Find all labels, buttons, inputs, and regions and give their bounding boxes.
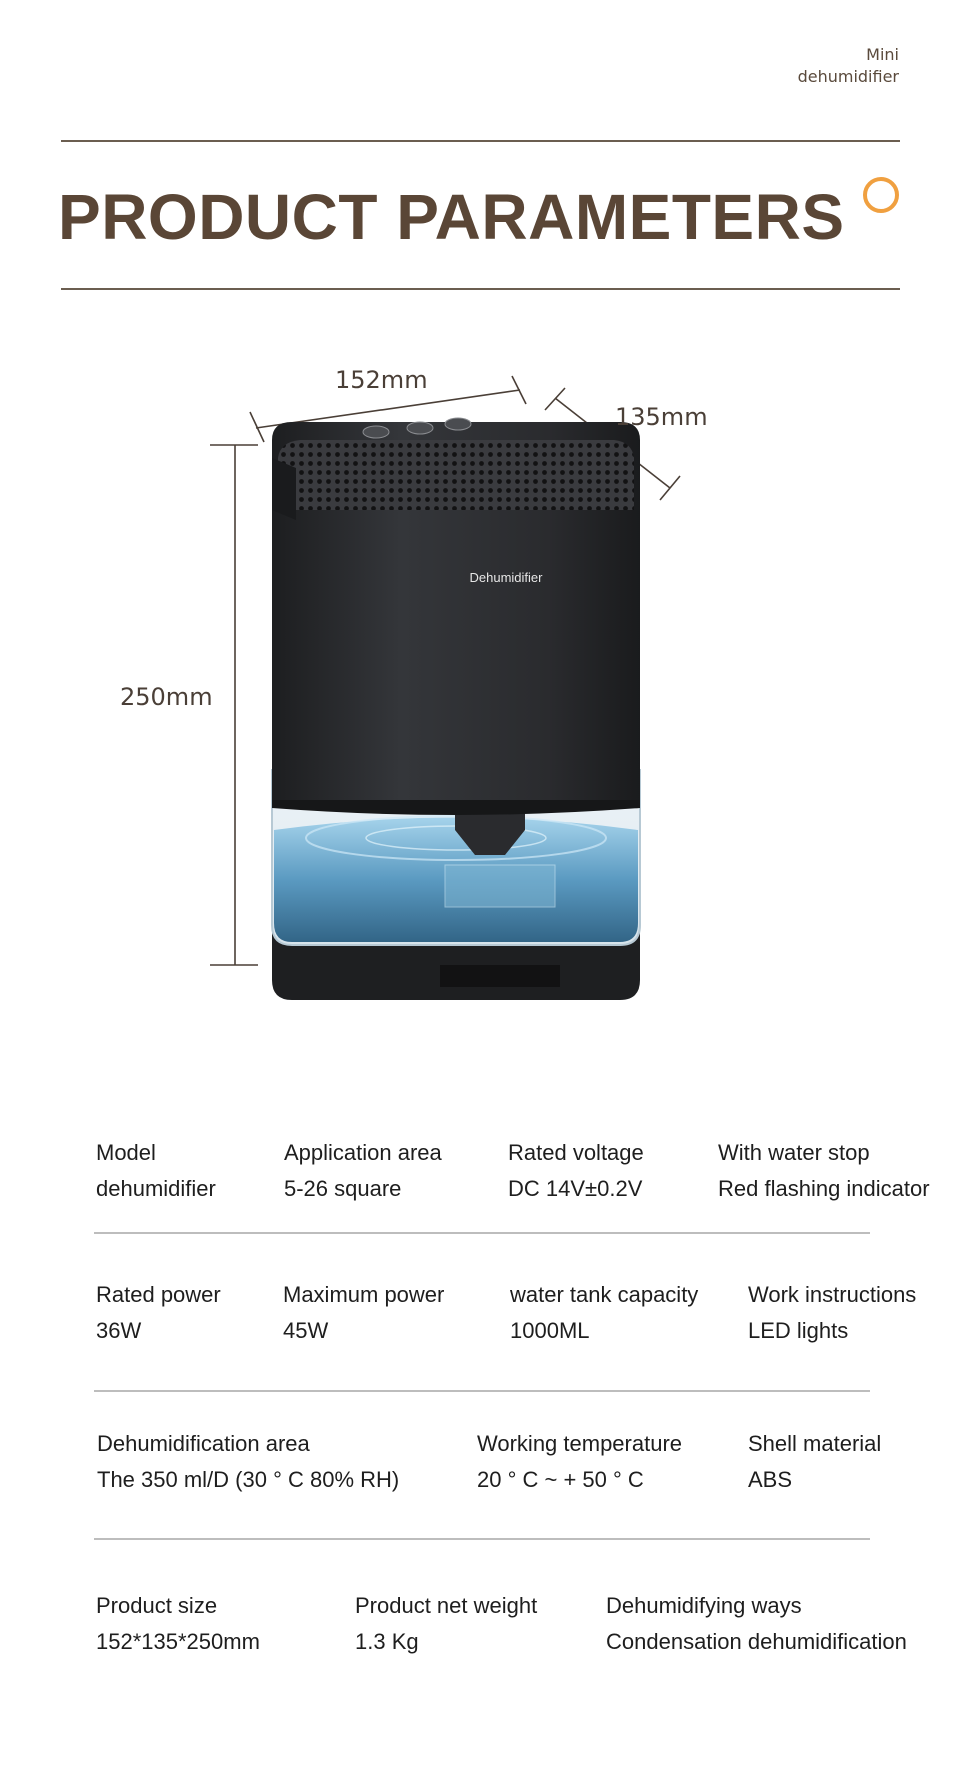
- spec-label: Dehumidification area: [97, 1431, 310, 1456]
- spec-value: 36W: [96, 1318, 142, 1343]
- spec-label: Dehumidifying ways: [606, 1593, 802, 1618]
- spec-item: Dehumidifying ways Condensation dehumidi…: [606, 1588, 907, 1660]
- brand-line-2: dehumidifier: [797, 67, 899, 86]
- spec-item: Shell material ABS: [748, 1426, 881, 1498]
- spec-value: Red flashing indicator: [718, 1176, 930, 1201]
- page-title: PRODUCT PARAMETERS: [58, 181, 845, 253]
- dimension-lines: [210, 375, 681, 966]
- spec-label: Application area: [284, 1140, 442, 1165]
- spec-item: Work instructions LED lights: [748, 1277, 916, 1349]
- product-figure: Dehumidifier: [210, 375, 681, 1000]
- spec-item: With water stop Red flashing indicator: [718, 1135, 930, 1207]
- dim-depth-label: 135mm: [615, 403, 708, 431]
- spec-item: water tank capacity 1000ML: [510, 1277, 698, 1349]
- spec-label: Product size: [96, 1593, 218, 1618]
- spec-value: 20 ° C ~ + 50 ° C: [477, 1467, 644, 1492]
- spec-label: Working temperature: [477, 1431, 683, 1456]
- spec-value: The 350 ml/D (30 ° C 80% RH): [97, 1467, 400, 1492]
- spec-item: Maximum power 45W: [283, 1277, 444, 1349]
- spec-item: Dehumidification area The 350 ml/D (30 °…: [97, 1426, 399, 1498]
- spec-label: Product net weight: [355, 1593, 538, 1618]
- spec-label: Model: [96, 1140, 156, 1165]
- orange-ring-icon: [863, 177, 899, 213]
- spec-value: Condensation dehumidification: [606, 1629, 907, 1654]
- row-divider: [94, 1232, 870, 1234]
- spec-value: 45W: [283, 1318, 329, 1343]
- brand-tag: Mini dehumidifier: [798, 44, 899, 88]
- spec-item: Product size 152*135*250mm: [96, 1588, 260, 1660]
- dim-width-label: 152mm: [335, 366, 428, 394]
- spec-item: Rated power 36W: [96, 1277, 221, 1349]
- spec-value: 5-26 square: [284, 1176, 402, 1201]
- header-top-rule: [61, 140, 900, 142]
- brand-line-1: Mini: [866, 45, 899, 64]
- dim-height-label: 250mm: [120, 683, 213, 711]
- spec-value: dehumidifier: [96, 1176, 216, 1201]
- top-grille: [278, 440, 634, 510]
- spec-item: Product net weight 1.3 Kg: [355, 1588, 537, 1660]
- spec-label: water tank capacity: [510, 1282, 699, 1307]
- spec-value: LED lights: [748, 1318, 849, 1343]
- device-body: [272, 422, 640, 800]
- spec-label: Maximum power: [283, 1282, 445, 1307]
- spec-item: Working temperature 20 ° C ~ + 50 ° C: [477, 1426, 682, 1498]
- spec-label: Shell material: [748, 1431, 882, 1456]
- spec-value: 152*135*250mm: [96, 1629, 260, 1654]
- spec-item: Model dehumidifier: [96, 1135, 216, 1207]
- spec-label: Work instructions: [748, 1282, 917, 1307]
- spec-label: With water stop: [718, 1140, 870, 1165]
- spec-value: ABS: [748, 1467, 793, 1492]
- spec-value: 1000ML: [510, 1318, 590, 1343]
- spec-label: Rated power: [96, 1282, 221, 1307]
- spec-value: 1.3 Kg: [355, 1629, 419, 1654]
- device-label: Dehumidifier: [470, 570, 544, 585]
- row-divider: [94, 1390, 870, 1392]
- row-divider: [94, 1538, 870, 1540]
- spec-item: Rated voltage DC 14V±0.2V: [508, 1135, 644, 1207]
- control-buttons: [362, 417, 472, 439]
- header-bottom-rule: [61, 288, 900, 290]
- spec-label: Rated voltage: [508, 1140, 644, 1165]
- spec-item: Application area 5-26 square: [284, 1135, 442, 1207]
- spec-value: DC 14V±0.2V: [508, 1176, 643, 1201]
